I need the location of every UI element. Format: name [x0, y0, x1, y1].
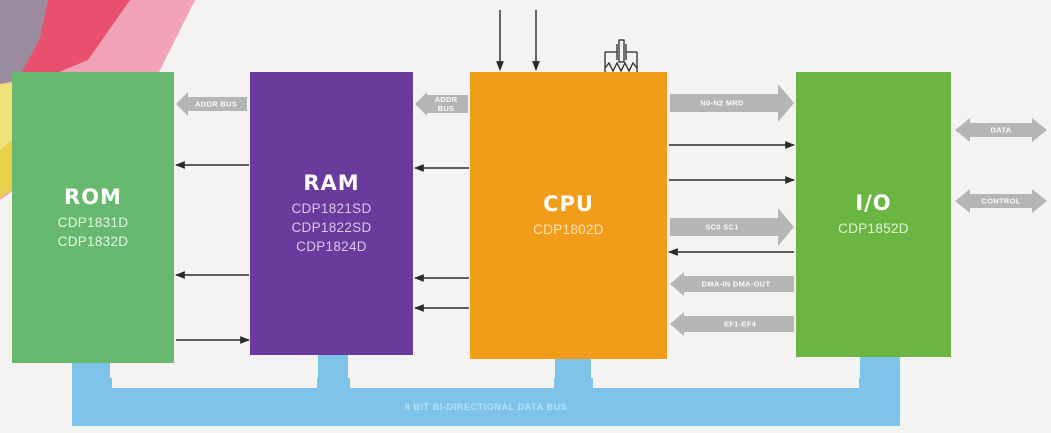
- io-block: I/O CDP1852D: [796, 72, 951, 357]
- ef-arrow: [670, 312, 794, 336]
- addr-bus-arrow-rom: [176, 92, 247, 116]
- ram-part-1: CDP1821SD: [291, 201, 372, 216]
- addr-bus-label-cpu: ADDR BUS: [434, 95, 458, 113]
- ram-part-2: CDP1822SD: [291, 220, 372, 235]
- dma-label: DMA-IN DMA-OUT: [701, 279, 771, 289]
- n0-n2-mrd-label: N0-N2 MRD: [700, 98, 744, 108]
- addr-bus-label-rom: ADDR BUS: [195, 99, 237, 109]
- crystal-oscillator-icon: [604, 39, 638, 73]
- rom-block: ROM CDP1831D CDP1832D: [12, 72, 174, 363]
- io-part-1: CDP1852D: [838, 221, 909, 236]
- cpu-title: CPU: [543, 192, 594, 216]
- addr-bus-arrow-cpu: [415, 92, 468, 116]
- data-bus-label: 8 BIT BI-DIRECTIONAL DATA BUS: [404, 402, 568, 412]
- sc0-sc1-arrow: [670, 208, 794, 246]
- bus-arrows: [176, 84, 1047, 336]
- ram-title: RAM: [303, 171, 360, 195]
- data-arrow: [955, 118, 1047, 142]
- ram-block: RAM CDP1821SD CDP1822SD CDP1824D: [250, 72, 413, 355]
- sc0-sc1-label: SC0 SC1: [705, 222, 739, 232]
- rom-part-1: CDP1831D: [57, 214, 129, 230]
- rom-title: ROM: [64, 184, 122, 209]
- cpu-block: CPU CDP1802D: [470, 72, 667, 359]
- control-arrow: [955, 189, 1047, 213]
- ram-part-3: CDP1824D: [296, 239, 367, 254]
- cpu-part-1: CDP1802D: [533, 222, 604, 237]
- control-label: CONTROL: [981, 196, 1021, 206]
- rom-part-2: CDP1832D: [57, 233, 129, 249]
- n0-n2-mrd-arrow: [670, 84, 794, 122]
- ef-label: EF1-EF4: [723, 319, 757, 329]
- data-label: DATA: [990, 125, 1012, 135]
- signal-lines: [175, 10, 795, 344]
- dma-arrow: [670, 272, 794, 296]
- io-title: I/O: [855, 191, 892, 215]
